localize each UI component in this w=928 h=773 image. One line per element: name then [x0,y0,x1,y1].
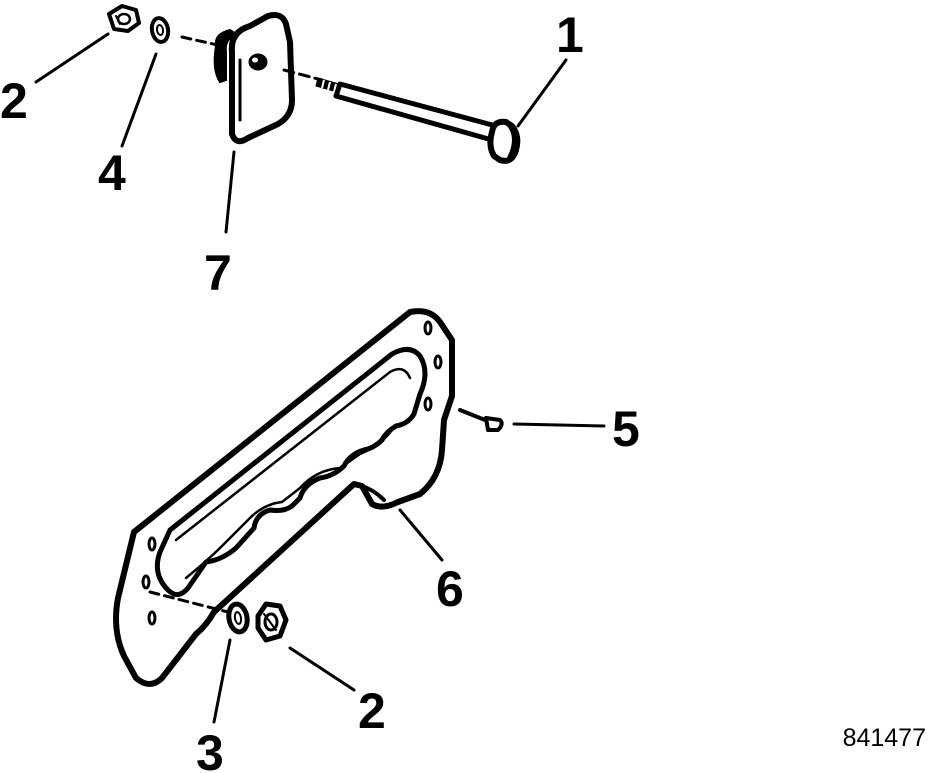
leader-4 [120,52,158,148]
nut-top [107,4,141,33]
washer-top [149,16,171,44]
nut-bottom [255,601,289,643]
screw-5 [458,408,504,432]
leader-5 [512,422,606,428]
callout-3: 3 [196,725,224,773]
plate-holes [141,320,443,626]
callout-2-top: 2 [0,73,28,129]
callout-4: 4 [98,145,126,201]
washer-bottom [226,601,250,635]
leader-2-bottom [288,646,356,692]
callout-5: 5 [612,401,640,457]
leader-3 [212,638,232,724]
callout-2-bottom: 2 [358,683,386,739]
leader-2-top [34,32,110,84]
centerline-top-right [282,68,324,82]
figure-id: 841477 [843,724,926,752]
centerline-bottom [148,590,230,614]
clamp-plate-7 [213,12,295,145]
callout-7: 7 [204,245,232,301]
leader-7 [224,150,236,234]
leader-lines [34,32,606,724]
bolt-1 [315,77,521,164]
plate-6 [113,308,455,687]
callout-6: 6 [436,561,464,617]
callout-1: 1 [556,7,584,63]
leader-6 [398,508,444,562]
leader-1 [516,58,568,128]
